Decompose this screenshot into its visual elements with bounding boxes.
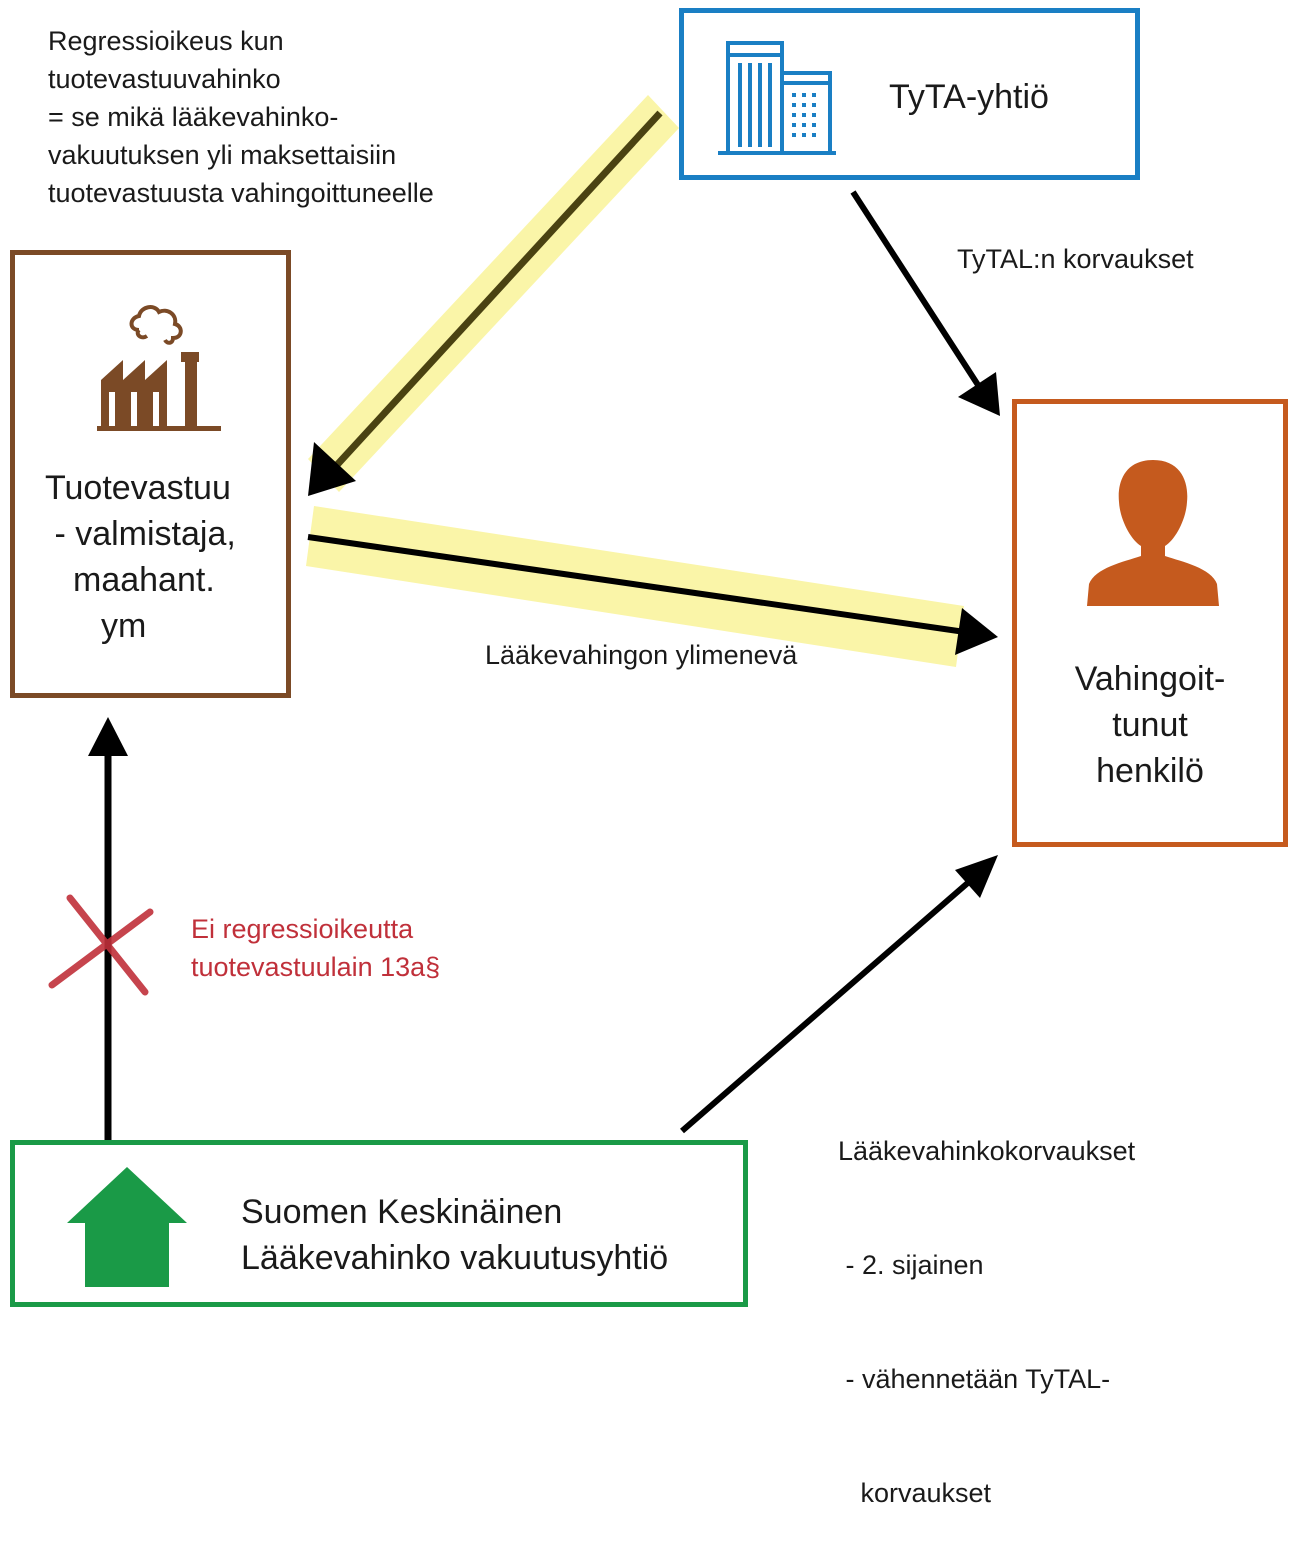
victim-label-line-3: henkilö	[1096, 752, 1204, 790]
regress-arrow	[308, 110, 663, 496]
victim-label: Vahingoit- tunut henkilö	[1017, 656, 1283, 794]
victim-label-line-1: Vahingoit-	[1074, 660, 1226, 698]
product-liability-maker-box: Tuotevastuu - valmistaja, maahant. ym	[10, 250, 291, 698]
no-regress-label: Ei regressioikeutta tuotevastuulain 13a§	[191, 910, 440, 986]
regress-note-line-5: tuotevastuusta vahingoittuneelle	[48, 178, 434, 208]
insurer-comp-line-2: - 2. sijainen	[838, 1250, 984, 1280]
regress-note-line-3: = se mikä lääkevahinko-	[48, 102, 339, 132]
regress-note-line-2: tuotevastuuvahinko	[48, 64, 281, 94]
insurer-comp-line-3: - vähennetään TyTAL-	[838, 1364, 1111, 1394]
maker-label-line-3: maahant.	[73, 561, 215, 599]
tytal-compensation-arrow	[850, 190, 1000, 416]
insurer-comp-line-4: korvaukset	[838, 1478, 992, 1508]
person-icon	[1087, 460, 1219, 606]
insurer-compensation-arrow	[680, 855, 998, 1134]
maker-label-line-4: ym	[101, 607, 147, 645]
tytal-compensation-label: TyTAL:n korvaukset	[957, 244, 1194, 274]
office-buildings-icon	[718, 41, 836, 155]
tyta-company-box: TyTA-yhtiö	[679, 8, 1140, 180]
maker-label-line-2: - valmistaja,	[45, 515, 236, 553]
victim-label-line-2: tunut	[1112, 706, 1188, 744]
regress-note-line-4: vakuutuksen yli maksettaisiin	[48, 140, 397, 170]
maker-label-line-1: Tuotevastuu	[45, 469, 231, 507]
tyta-title: TyTA-yhtiö	[889, 78, 1049, 116]
insurer-label-line-2: Lääkevahinko vakuutusyhtiö	[241, 1239, 669, 1277]
pharma-insurer-box: Suomen Keskinäinen Lääkevahinko vakuutus…	[10, 1140, 748, 1307]
insurer-comp-line-1: Lääkevahinkokorvaukset	[838, 1136, 1136, 1166]
diagram-canvas	[48, 95, 1000, 1145]
insurer-compensation-label: Lääkevahinkokorvaukset - 2. sijainen - v…	[838, 1056, 1135, 1550]
insurer-label: Suomen Keskinäinen Lääkevahinko vakuutus…	[241, 1189, 668, 1281]
excess-compensation-label: Lääkevahingon ylimenevä	[485, 640, 798, 670]
regress-note-line-1: Regressioikeus kun	[48, 26, 284, 56]
insurer-label-line-1: Suomen Keskinäinen	[241, 1193, 563, 1231]
no-regress-line-1: Ei regressioikeutta	[191, 914, 414, 944]
injured-person-box: Vahingoit- tunut henkilö	[1012, 399, 1288, 847]
regress-note: Regressioikeus kun tuotevastuuvahinko = …	[48, 22, 434, 212]
excess-compensation-arrow	[307, 534, 998, 655]
house-icon	[67, 1167, 187, 1287]
maker-label: Tuotevastuu - valmistaja, maahant. ym	[45, 465, 236, 649]
factory-icon	[97, 305, 221, 431]
no-regress-line-2: tuotevastuulain 13a§	[191, 952, 441, 982]
red-cross-icon	[48, 894, 154, 996]
